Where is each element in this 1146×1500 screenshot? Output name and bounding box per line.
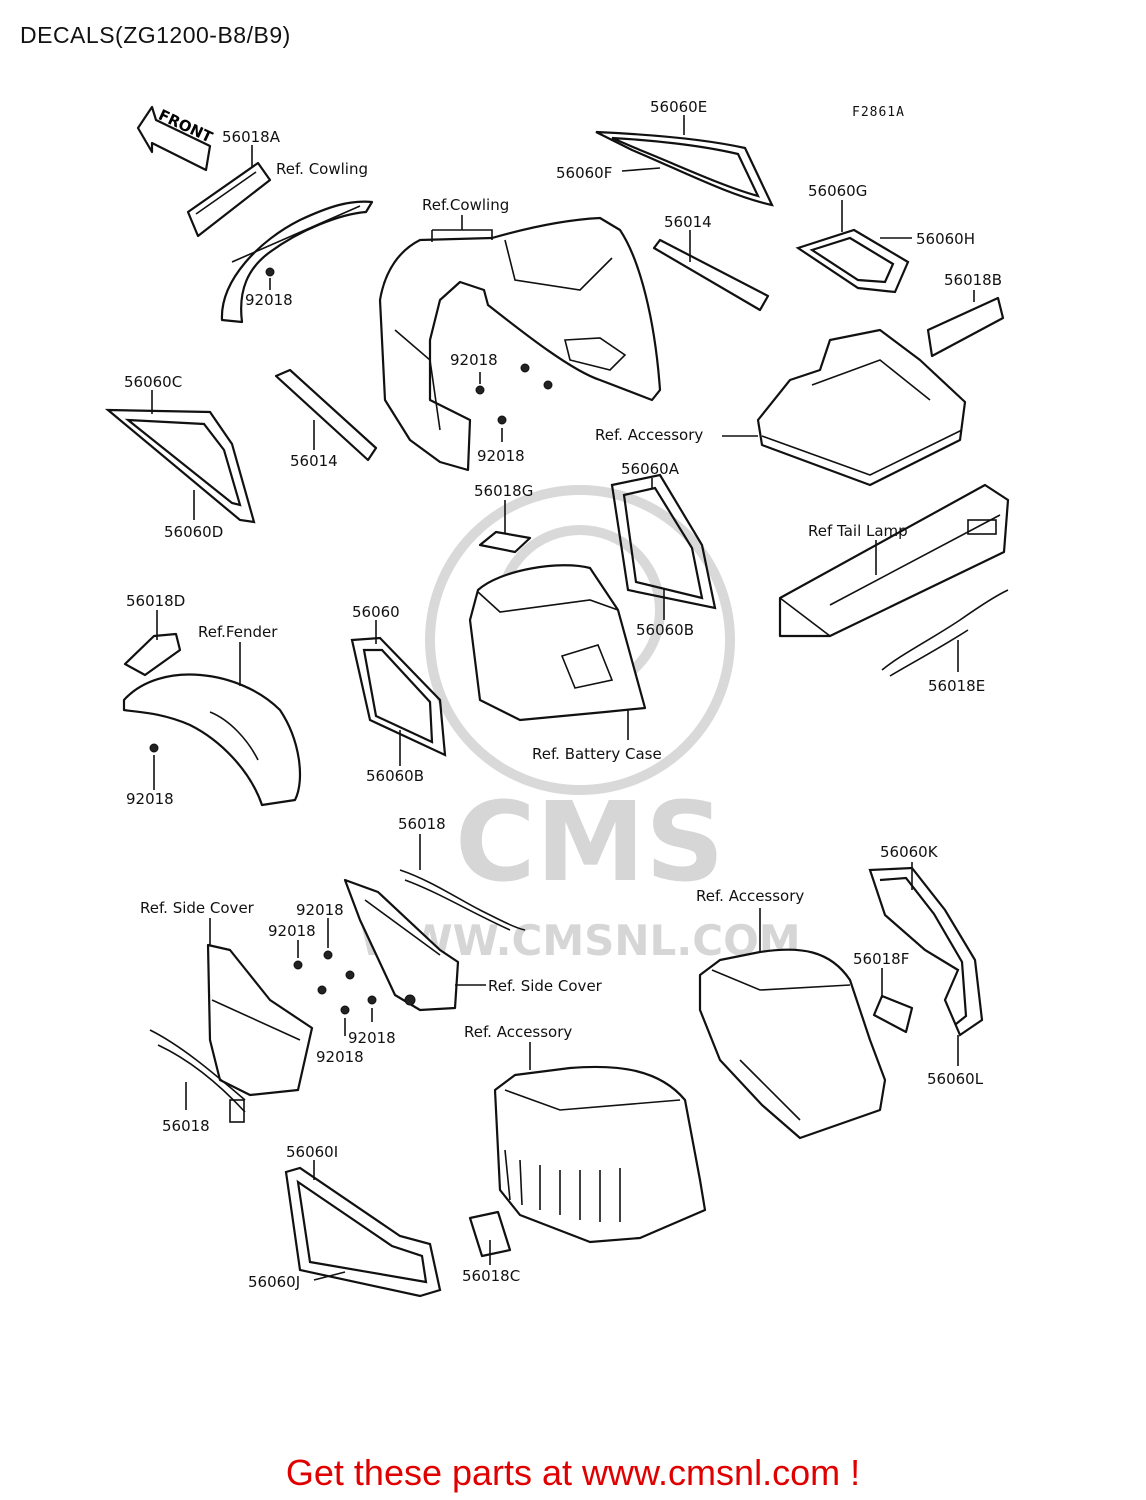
label-ref-accessory-3: Ref. Accessory [464,1023,572,1041]
label-56060E: 56060E [650,98,707,116]
parts-diagram: CMS WWW.CMSNL.COM F2861A FRONT [104,98,1010,1298]
saddlebag-center [493,1042,707,1244]
decal-56014-kawasaki [274,368,378,462]
decal-56018F [872,968,914,1034]
decal-56018E [881,589,1009,677]
fender [122,642,302,807]
decal-56018B [926,290,1005,358]
gasket-56060 [350,620,447,766]
top-case [722,328,967,487]
decal-56018D [123,610,182,677]
label-56060D: 56060D [164,523,223,541]
watermark-mascot-ring [425,485,735,795]
side-cover-center [343,878,486,1012]
label-56060F: 56060F [556,164,612,182]
gasket-56060E [595,115,774,207]
decal-56018-mid [399,834,526,931]
front-arrow: FRONT [136,106,216,172]
label-56018D: 56018D [126,592,185,610]
gasket-56060C [104,390,256,524]
battery-case [468,564,647,740]
cowling [378,215,662,472]
label-56060B-b: 56060B [366,767,424,785]
label-56060G: 56060G [808,182,867,200]
label-56060: 56060 [352,603,400,621]
tail-lamp [778,483,1010,638]
label-56060B-a: 56060B [636,621,694,639]
label-56060J: 56060J [248,1273,300,1291]
label-ref-battery-case: Ref. Battery Case [532,745,662,763]
label-56060I: 56060I [286,1143,338,1161]
label-ref-side-cover-1: Ref. Side Cover [140,899,255,917]
gasket-56060G [795,200,912,294]
gasket-56060A [610,473,717,620]
label-56060H: 56060H [916,230,975,248]
saddlebag-right [698,908,887,1140]
label-92018-d: 92018 [126,790,174,808]
label-92018-a: 92018 [245,291,293,309]
label-92018-h: 92018 [316,1048,364,1066]
footer-cta[interactable]: Get these parts at www.cmsnl.com ! [285,1452,861,1493]
label-92018-f: 92018 [268,922,316,940]
label-56018B: 56018B [944,271,1002,289]
page-title: DECALS(ZG1200-B8/B9) [20,22,291,48]
decal-56018-left [149,1029,246,1123]
gasket-56060I [284,1160,442,1298]
cowling-strip [220,200,374,324]
label-92018-g: 92018 [348,1029,396,1047]
label-56060K: 56060K [880,843,939,861]
label-ref-accessory-2: Ref. Accessory [696,887,804,905]
strip-56014-top [652,230,770,312]
label-56014-a: 56014 [664,213,712,231]
label-ref-cowling-2: Ref.Cowling [422,196,509,214]
decal-56018G [478,500,532,554]
gasket-56060K [868,862,984,1066]
label-56018F: 56018F [853,950,909,968]
label-ref-tail-lamp: Ref Tail Lamp [808,522,908,540]
label-56018-a: 56018 [398,815,446,833]
label-ref-fender: Ref.Fender [198,623,278,641]
figure-code: F2861A [852,105,905,120]
label-92018-e: 92018 [296,901,344,919]
label-56060C: 56060C [124,373,182,391]
label-56018-b: 56018 [162,1117,210,1135]
label-56014-b: 56014 [290,452,338,470]
label-ref-cowling-1: Ref. Cowling [276,160,368,178]
watermark-brand: CMS [455,778,724,906]
label-56060A: 56060A [621,460,680,478]
side-cover-left [206,918,314,1097]
label-ref-side-cover-2: Ref. Side Cover [488,977,603,995]
label-ref-accessory-1: Ref. Accessory [595,426,703,444]
label-56018C: 56018C [462,1267,520,1285]
label-92018-c: 92018 [477,447,525,465]
label-56018G: 56018G [474,482,533,500]
label-56018E: 56018E [928,677,985,695]
label-56060L: 56060L [927,1070,984,1088]
decal-56018C [468,1210,512,1265]
label-56018A: 56018A [222,128,281,146]
label-92018-b: 92018 [450,351,498,369]
clips-92018 [293,918,377,1036]
decal-56018A [186,145,272,238]
